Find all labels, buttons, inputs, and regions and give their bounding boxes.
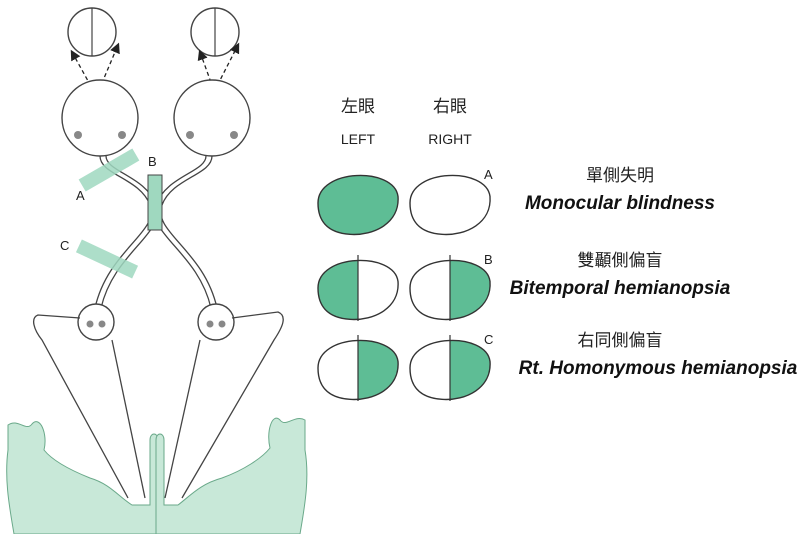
right-visual-field-icon <box>191 8 239 56</box>
right-eye-field-c <box>410 330 495 406</box>
field-row-b: B 雙顳側偏盲 Bitemporal hemianopsia <box>313 250 731 326</box>
anatomy-drawing: A B C <box>7 8 307 534</box>
row-name-en: Monocular blindness <box>525 193 715 214</box>
row-name-en: Bitemporal hemianopsia <box>510 278 731 299</box>
row-name-cn: 右同側偏盲 <box>578 331 663 351</box>
row-name-en: Rt. Homonymous hemianopsia <box>519 358 798 379</box>
row-marker: C <box>484 332 493 347</box>
left-eye-field-b <box>313 250 398 326</box>
left-lgn <box>78 304 114 340</box>
left-eyeball-icon <box>62 80 138 156</box>
row-marker: A <box>484 167 493 182</box>
left-eye-field-c <box>318 330 403 406</box>
left-eye-field-c-shaded-region <box>358 330 403 406</box>
lesion-b-band: B <box>148 154 162 230</box>
field-row-a: A 單側失明 Monocular blindness <box>313 165 715 241</box>
left-eye-field-a-shaded-region <box>313 165 403 241</box>
right-eye-field-a <box>410 175 490 234</box>
left-eye-field-a <box>313 165 403 241</box>
left-eye-header-en: LEFT <box>341 131 376 147</box>
lesion-b-label: B <box>148 154 157 169</box>
left-eye-header-cn: 左眼 <box>341 97 375 117</box>
right-eyeball-icon <box>174 80 250 156</box>
lesion-c-label: C <box>60 238 69 253</box>
field-row-c: C 右同側偏盲 Rt. Homonymous hemianopsia <box>318 330 798 406</box>
right-eye-field-b <box>410 250 495 326</box>
right-eye-header-cn: 右眼 <box>433 97 467 117</box>
lesion-a-label: A <box>76 188 85 203</box>
occipital-cortex <box>7 418 307 534</box>
column-headers: 左眼 LEFT 右眼 RIGHT <box>341 97 472 147</box>
right-eye-header-en: RIGHT <box>428 131 472 147</box>
left-visual-field-icon <box>68 8 116 56</box>
right-lgn <box>198 304 234 340</box>
lesion-a-band: A <box>76 148 139 203</box>
row-marker: B <box>484 252 493 267</box>
row-name-cn: 單側失明 <box>586 166 654 186</box>
row-name-cn: 雙顳側偏盲 <box>578 251 663 271</box>
